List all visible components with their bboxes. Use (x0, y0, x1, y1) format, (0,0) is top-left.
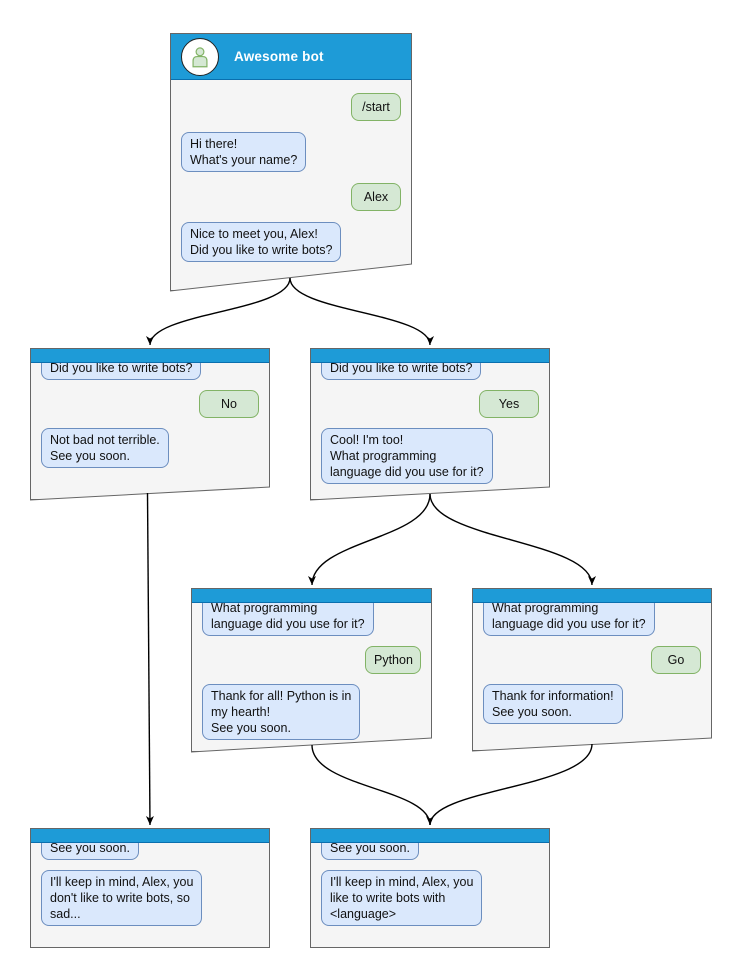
chat-header: Awesome bot (171, 34, 411, 80)
chat-header (192, 589, 431, 603)
bot-title: Awesome bot (234, 49, 324, 64)
bot-message-bubble[interactable]: Nice to meet you, Alex! Did you like to … (181, 222, 341, 262)
chat-window-branch-yes[interactable]: Did you like to write bots? Yes Cool! I'… (310, 348, 550, 500)
user-message-bubble[interactable]: No (199, 390, 259, 418)
user-message-bubble[interactable]: Alex (351, 183, 401, 211)
user-message-bubble[interactable]: Python (365, 646, 421, 674)
chat-header (311, 349, 549, 363)
chat-body: What programming language did you use fo… (192, 603, 431, 750)
chat-body: What programming language did you use fo… (473, 603, 711, 734)
chat-body: Did you like to write bots? No Not bad n… (31, 363, 269, 478)
chat-window-end-no[interactable]: See you soon. I'll keep in mind, Alex, y… (30, 828, 270, 948)
chat-header (473, 589, 711, 603)
chat-header (31, 829, 269, 843)
user-message-bubble[interactable]: /start (351, 93, 401, 121)
edge-yes-to-go (429, 493, 596, 586)
user-message-bubble[interactable]: Yes (479, 390, 539, 418)
person-icon (187, 44, 213, 70)
bot-message-bubble[interactable]: Thank for all! Python is in my hearth! S… (202, 684, 360, 740)
edge-yes-to-python (308, 493, 431, 586)
chat-body: Did you like to write bots? Yes Cool! I'… (311, 363, 549, 494)
bot-message-bubble[interactable]: Hi there! What's your name? (181, 132, 306, 172)
chat-body: See you soon. I'll keep in mind, Alex, y… (311, 836, 549, 936)
edge-main-to-yes (289, 277, 434, 346)
edge-python-to-end (311, 744, 434, 826)
bot-message-bubble[interactable]: I'll keep in mind, Alex, you like to wri… (321, 870, 483, 926)
chat-header (31, 349, 269, 363)
chat-window-end-yes[interactable]: See you soon. I'll keep in mind, Alex, y… (310, 828, 550, 948)
bot-message-bubble[interactable]: Cool! I'm too! What programming language… (321, 428, 493, 484)
chat-window-main[interactable]: Awesome bot /start Hi there! What's your… (170, 33, 412, 291)
bot-message-bubble[interactable]: Thank for information! See you soon. (483, 684, 623, 724)
edge-go-to-end (429, 743, 593, 826)
bot-avatar (181, 38, 219, 76)
chat-header (311, 829, 549, 843)
bot-message-bubble[interactable]: Not bad not terrible. See you soon. (41, 428, 169, 468)
chat-window-branch-no[interactable]: Did you like to write bots? No Not bad n… (30, 348, 270, 500)
chat-body: See you soon. I'll keep in mind, Alex, y… (31, 836, 269, 936)
chat-window-lang-go[interactable]: What programming language did you use fo… (472, 588, 712, 751)
chat-window-lang-python[interactable]: What programming language did you use fo… (191, 588, 432, 752)
user-message-bubble[interactable]: Go (651, 646, 701, 674)
chat-body: /start Hi there! What's your name? Alex … (171, 80, 411, 273)
edge-no-to-end (145, 492, 154, 826)
bot-message-bubble[interactable]: I'll keep in mind, Alex, you don't like … (41, 870, 203, 926)
